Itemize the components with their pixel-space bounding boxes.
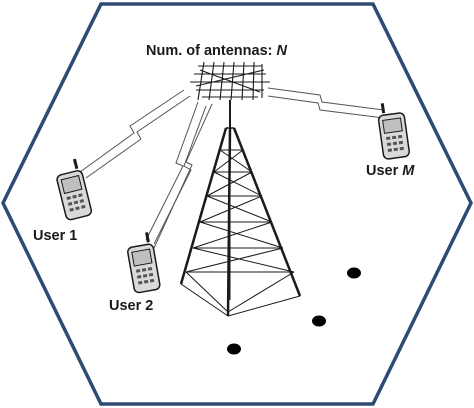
ellipsis-dot bbox=[312, 315, 326, 327]
base-station-tower bbox=[179, 100, 302, 317]
ellipsis-dot bbox=[227, 343, 241, 355]
phone-user-2-icon bbox=[127, 232, 161, 294]
ellipsis-dot bbox=[347, 267, 361, 279]
antenna-label-text: Num. of antennas: bbox=[146, 43, 277, 59]
user-1-label: User 1 bbox=[33, 228, 77, 244]
link-user-2-b bbox=[153, 103, 213, 249]
phone-user-1-icon bbox=[56, 158, 93, 221]
user-2-label: User 2 bbox=[109, 298, 153, 314]
user-m-label: User M bbox=[366, 163, 415, 179]
wireless-links bbox=[79, 87, 385, 249]
link-user-1 bbox=[79, 89, 191, 179]
antenna-array-icon bbox=[190, 61, 270, 101]
antenna-label: Num. of antennas: N bbox=[146, 43, 288, 59]
link-user-m bbox=[267, 87, 385, 119]
ellipsis-dots bbox=[227, 267, 361, 355]
antenna-label-variable: N bbox=[277, 43, 288, 59]
phone-user-m-icon bbox=[377, 103, 410, 160]
